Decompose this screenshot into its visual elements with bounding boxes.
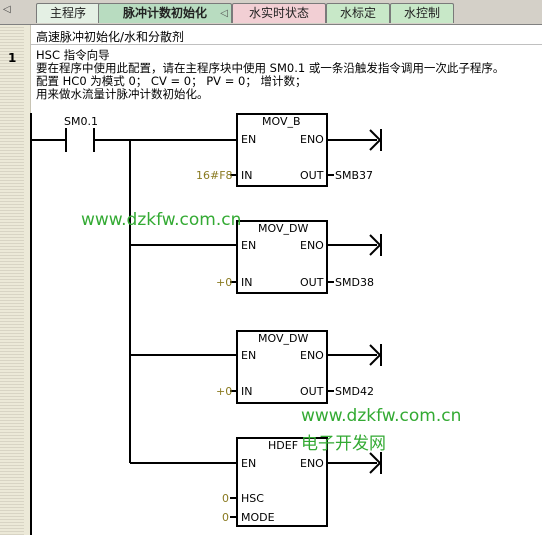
in-value: +0 — [216, 385, 232, 398]
out-label: OUT — [300, 169, 324, 182]
tab-bar: ◁ 主程序 脉冲计数初始化◁ 水实时状态 水标定 水控制 — [0, 0, 542, 25]
eno-label: ENO — [300, 349, 324, 362]
eno-label: ENO — [300, 239, 324, 252]
tab-water-calibration[interactable]: 水标定 — [326, 3, 390, 23]
gutter — [0, 25, 31, 535]
block-name: MOV_B — [262, 115, 301, 128]
watermark: 电子开发网 — [301, 434, 386, 454]
block-name: MOV_DW — [258, 332, 308, 345]
block-hdef[interactable]: HDEF EN ENO HSC MODE 0 0 — [130, 437, 382, 527]
eno-label: ENO — [300, 133, 324, 146]
in-label: IN — [241, 385, 252, 398]
watermark: www.dzkfw.com.cn — [81, 210, 242, 230]
out-value: SMD38 — [335, 276, 374, 289]
subroutine-title[interactable]: 高速脉冲初始化/水和分散剂 — [30, 25, 542, 45]
tab-water-control[interactable]: 水控制 — [390, 3, 454, 23]
ladder-editor[interactable]: 高速脉冲初始化/水和分散剂 1 HSC 指令向导 要在程序中使用此配置，请在主程… — [0, 25, 542, 535]
ladder-diagram: SM0.1 MOV_B EN ENO IN OUT 16#F8 SMB37 MO… — [30, 113, 382, 535]
close-tab-icon[interactable]: ◁ — [220, 8, 228, 19]
en-label: EN — [241, 457, 256, 470]
out-label: OUT — [300, 385, 324, 398]
mode-value: 0 — [222, 511, 229, 524]
block-mov-b[interactable]: MOV_B EN ENO IN OUT 16#F8 SMB37 — [196, 113, 382, 187]
mode-label: MODE — [241, 511, 275, 524]
in-label: IN — [241, 276, 252, 289]
tab-main[interactable]: 主程序 — [36, 3, 100, 23]
out-value: SMB37 — [335, 169, 373, 182]
block-name: HDEF — [268, 439, 298, 452]
out-label: OUT — [300, 276, 324, 289]
en-label: EN — [241, 133, 256, 146]
hsc-label: HSC — [241, 492, 264, 505]
comment-line: 用来做水流量计脉冲计数初始化。 — [36, 87, 209, 101]
scroll-left-icon[interactable]: ◁ — [3, 4, 11, 15]
block-mov-dw-1[interactable]: MOV_DW EN ENO IN OUT +0 SMD38 — [130, 220, 382, 294]
out-value: SMD42 — [335, 385, 374, 398]
block-name: MOV_DW — [258, 222, 308, 235]
comment-line: 配置 HC0 为模式 0； CV = 0； PV = 0； 增计数； — [36, 74, 307, 88]
comment-line: HSC 指令向导 — [36, 48, 110, 62]
tab-water-realtime[interactable]: 水实时状态 — [232, 3, 326, 23]
tab-pulse-init[interactable]: 脉冲计数初始化◁ — [98, 3, 232, 23]
in-label: IN — [241, 169, 252, 182]
network-comment[interactable]: HSC 指令向导 要在程序中使用此配置，请在主程序块中使用 SM0.1 或一条沿… — [36, 49, 504, 101]
hsc-value: 0 — [222, 492, 229, 505]
contact-label: SM0.1 — [64, 115, 98, 128]
comment-line: 要在程序中使用此配置，请在主程序块中使用 SM0.1 或一条沿触发指令调用一次此… — [36, 61, 505, 75]
in-value: 16#F8 — [196, 169, 233, 182]
watermark: www.dzkfw.com.cn — [301, 406, 462, 426]
en-label: EN — [241, 349, 256, 362]
in-value: +0 — [216, 276, 232, 289]
network-number: 1 — [8, 51, 17, 65]
en-label: EN — [241, 239, 256, 252]
block-mov-dw-2[interactable]: MOV_DW EN ENO IN OUT +0 SMD42 — [130, 330, 382, 404]
eno-label: ENO — [300, 457, 324, 470]
